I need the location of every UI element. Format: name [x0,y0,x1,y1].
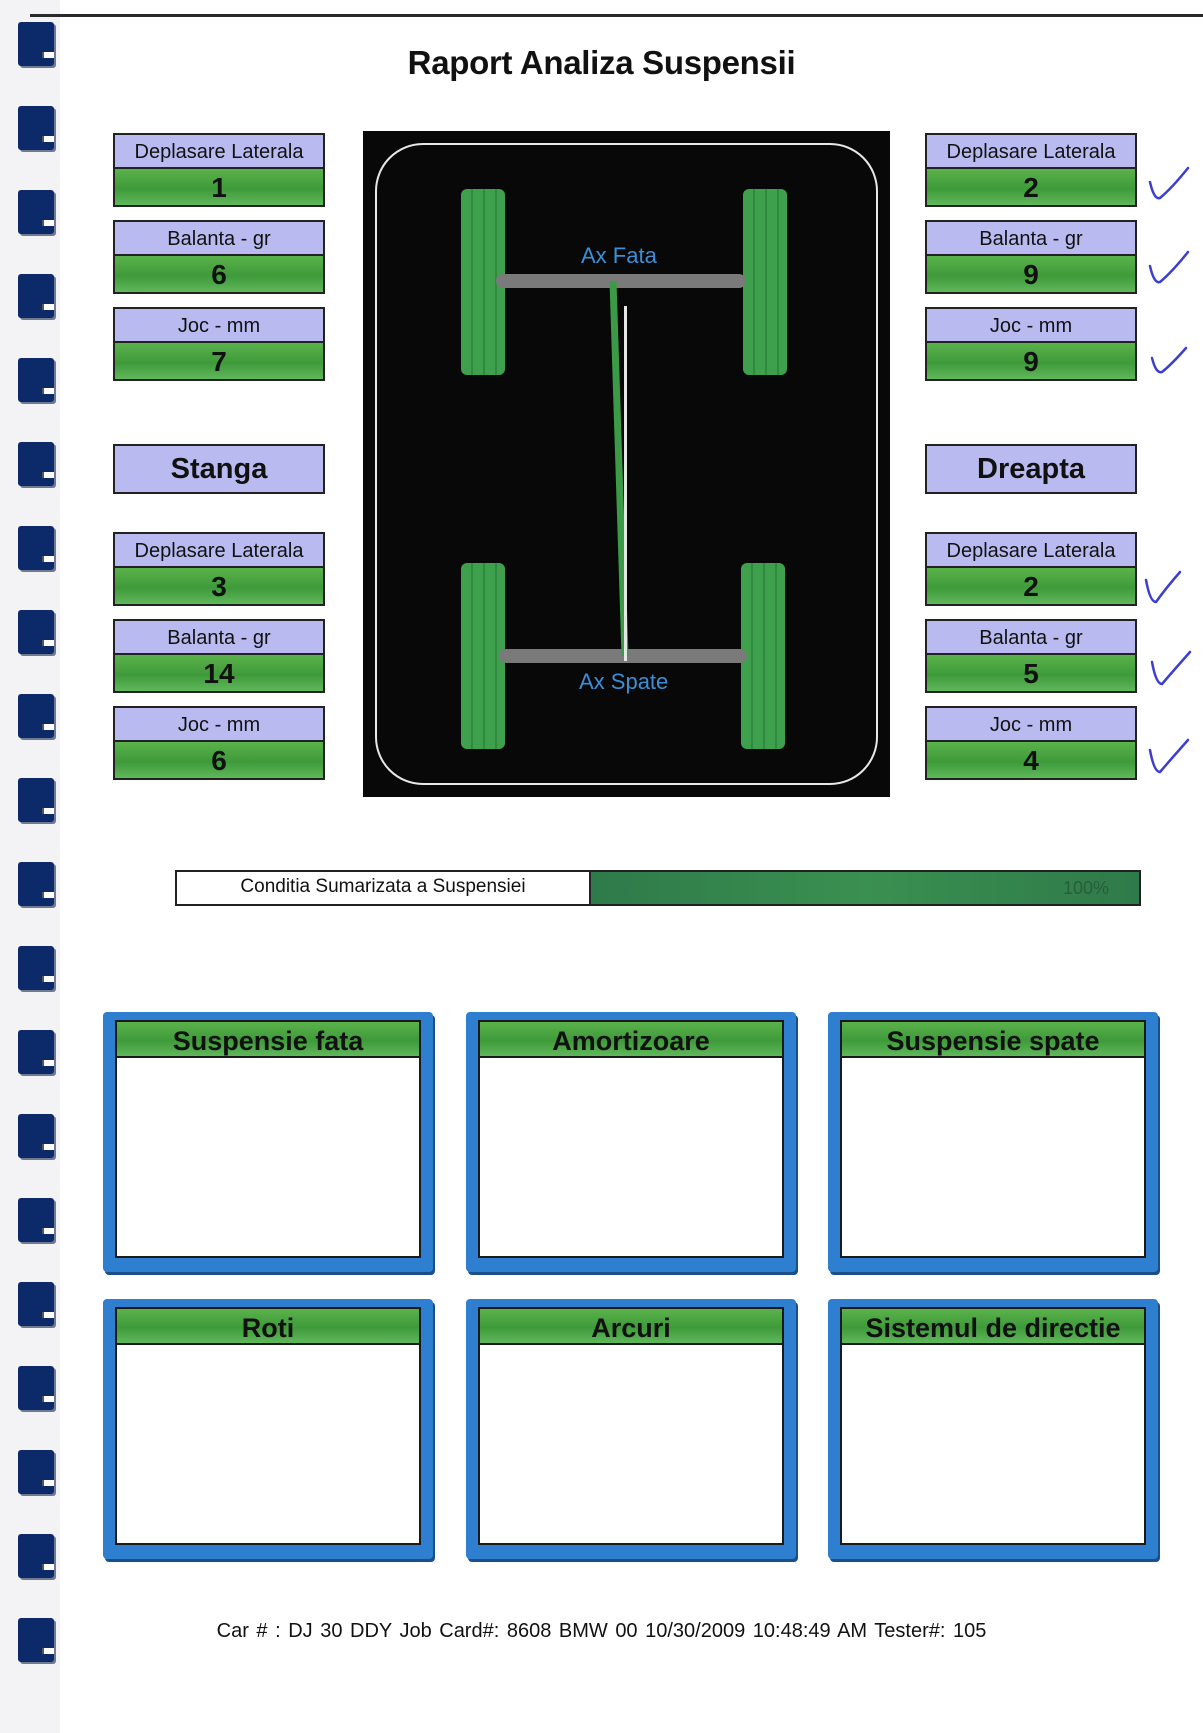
right-rear-lateral-box: Deplasare Laterala 2 [925,532,1137,606]
card-title: Amortizoare [478,1020,784,1058]
card-steering-system: Sistemul de directie [828,1299,1158,1559]
card-shock-absorbers: Amortizoare [466,1012,796,1272]
card-springs: Arcuri [466,1299,796,1559]
summary-progress-fill [591,872,1139,904]
box-value: 3 [113,568,325,606]
left-rear-balance-box: Balanta - gr 14 [113,619,325,693]
binding-ring [18,442,54,486]
top-rule [30,14,1203,17]
box-value: 7 [113,343,325,381]
card-title: Roti [115,1307,421,1345]
left-rear-play-box: Joc - mm 6 [113,706,325,780]
check-mark-icon [1148,166,1190,200]
binding-ring [18,862,54,906]
check-mark-icon [1148,250,1190,284]
box-label: Deplasare Laterala [113,133,325,169]
rear-right-wheel [741,563,785,749]
card-body [840,1343,1146,1545]
box-label: Balanta - gr [925,619,1137,655]
box-value: 6 [113,256,325,294]
box-value: 4 [925,742,1137,780]
box-label: Deplasare Laterala [925,532,1137,568]
card-body [840,1056,1146,1258]
binding-ring [18,106,54,150]
binding-ring [18,1114,54,1158]
front-axle [496,274,746,288]
right-front-play-box: Joc - mm 9 [925,307,1137,381]
left-front-balance-box: Balanta - gr 6 [113,220,325,294]
binding-ring [18,1618,54,1662]
box-value: 9 [925,343,1137,381]
card-rear-suspension: Suspensie spate [828,1012,1158,1272]
box-label: Balanta - gr [113,619,325,655]
card-body [478,1343,784,1545]
centre-reference-line [624,306,627,661]
card-title: Suspensie spate [840,1020,1146,1058]
check-mark-icon [1150,346,1188,374]
box-value: 14 [113,655,325,693]
left-front-play-box: Joc - mm 7 [113,307,325,381]
box-value: 2 [925,169,1137,207]
card-body [115,1056,421,1258]
left-side-heading: Stanga [113,444,325,494]
chassis-line [609,280,629,657]
right-rear-play-box: Joc - mm 4 [925,706,1137,780]
binding-ring [18,1534,54,1578]
card-body [115,1343,421,1545]
summary-label: Conditia Sumarizata a Suspensiei [177,872,591,904]
card-title: Arcuri [478,1307,784,1345]
report-footer: Car # : DJ 30 DDY Job Card#: 8608 BMW 00… [216,1620,987,1642]
rear-axle-label: Ax Spate [579,669,669,694]
box-label: Joc - mm [925,706,1137,742]
box-label: Deplasare Laterala [113,532,325,568]
binding-ring [18,358,54,402]
binding-ring [18,946,54,990]
diagram-frame [375,143,878,785]
box-value: 6 [113,742,325,780]
card-wheels: Roti [103,1299,433,1559]
check-mark-icon [1148,738,1190,774]
summary-percent: 100% [1062,878,1109,898]
left-front-lateral-box: Deplasare Laterala 1 [113,133,325,207]
card-title: Sistemul de directie [840,1307,1146,1345]
binding-ring [18,778,54,822]
card-front-suspension: Suspensie fata [103,1012,433,1272]
rear-left-wheel [461,563,505,749]
box-value: 5 [925,655,1137,693]
check-mark-icon [1144,570,1182,604]
right-front-balance-box: Balanta - gr 9 [925,220,1137,294]
binding-ring [18,694,54,738]
right-side-heading: Dreapta [925,444,1137,494]
binding-ring [18,1366,54,1410]
binding-ring [18,1282,54,1326]
box-label: Joc - mm [925,307,1137,343]
binding-ring [18,190,54,234]
binding-ring [18,610,54,654]
card-body [478,1056,784,1258]
binding-ring [18,1030,54,1074]
left-rear-lateral-box: Deplasare Laterala 3 [113,532,325,606]
box-value: 1 [113,169,325,207]
box-value: 9 [925,256,1137,294]
binding-ring [18,274,54,318]
right-rear-balance-box: Balanta - gr 5 [925,619,1137,693]
front-right-wheel [743,189,787,375]
box-label: Balanta - gr [113,220,325,256]
binding-ring [18,22,54,66]
binding-ring [18,526,54,570]
box-label: Deplasare Laterala [925,133,1137,169]
card-title: Suspensie fata [115,1020,421,1058]
report-title: Raport Analiza Suspensii [407,44,796,81]
binding-ring [18,1450,54,1494]
front-axle-label: Ax Fata [581,243,657,268]
box-label: Balanta - gr [925,220,1137,256]
box-value: 2 [925,568,1137,606]
axle-diagram: Ax Fata Ax Spate [363,131,890,797]
summary-condition-bar: Conditia Sumarizata a Suspensiei 100% [175,870,1141,906]
right-front-lateral-box: Deplasare Laterala 2 [925,133,1137,207]
box-label: Joc - mm [113,307,325,343]
box-label: Joc - mm [113,706,325,742]
binding-ring [18,1198,54,1242]
check-mark-icon [1150,650,1192,686]
